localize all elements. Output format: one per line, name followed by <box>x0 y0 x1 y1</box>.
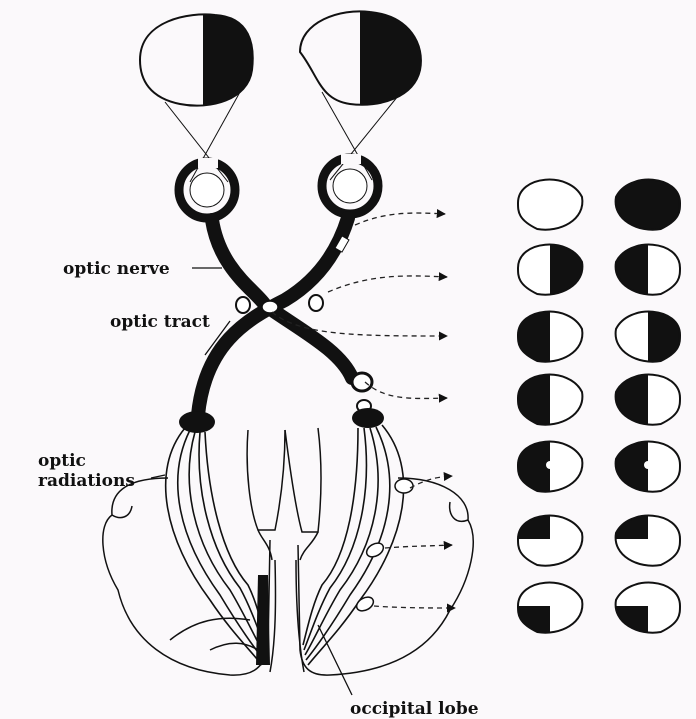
visual-field-2-right <box>610 232 680 304</box>
visual-field-2-left <box>518 232 626 304</box>
left-visual-field-top <box>140 0 263 120</box>
visual-field-4-right <box>610 362 680 434</box>
visual-field-5-left <box>512 429 582 501</box>
visual-field-3-right <box>616 299 696 371</box>
left-optic-radiations <box>166 428 270 665</box>
optic-nerves-and-tracts <box>198 218 372 415</box>
label-optic-tract: optic tract <box>110 312 210 332</box>
right-visual-field-top <box>300 0 430 120</box>
label-optic-radiations-line1: optic <box>38 451 86 471</box>
visual-field-5-right <box>610 429 680 501</box>
brain-outline <box>103 428 473 675</box>
visual-field-defect-grid <box>512 167 696 642</box>
label-optic-nerve: optic nerve <box>63 259 170 279</box>
right-lgn <box>352 408 384 428</box>
left-eye <box>179 158 235 218</box>
visual-field-1-left <box>518 180 582 230</box>
visual-field-7-left <box>512 583 582 642</box>
visual-field-1-right <box>610 167 686 239</box>
label-occipital-lobe: occipital lobe <box>350 699 479 719</box>
visual-field-3-left <box>512 299 582 371</box>
visual-field-6-left <box>512 503 582 566</box>
visual-field-6-right <box>610 503 680 566</box>
visual-field-4-left <box>512 362 582 434</box>
visual-field-7-right <box>610 583 680 642</box>
right-eye <box>322 154 378 214</box>
label-optic-radiations-line2: radiations <box>38 471 135 491</box>
